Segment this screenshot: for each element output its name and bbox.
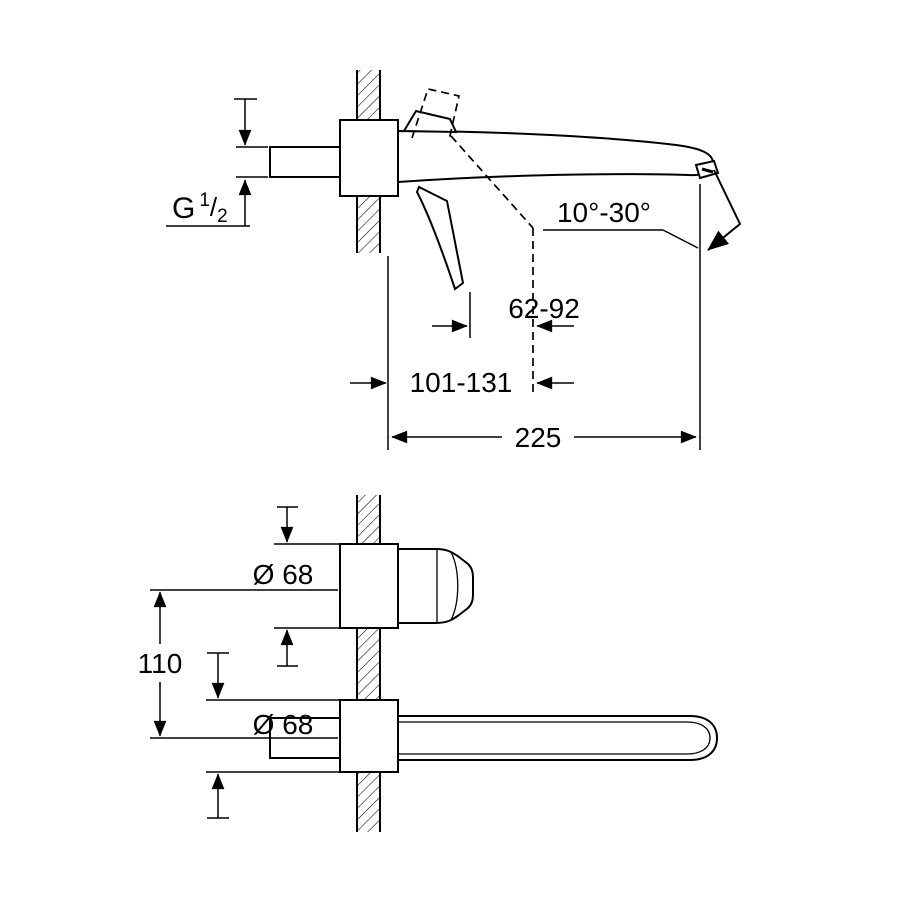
dia-68-top-label: Ø 68 — [253, 559, 314, 590]
thread-slash: / — [210, 192, 218, 222]
dim-101-131-label: 101-131 — [410, 367, 513, 398]
lever-handle — [415, 185, 465, 291]
dia-68-bottom-label: Ø 68 — [253, 709, 314, 740]
front-view: Ø 68 110 Ø 68 — [138, 495, 719, 832]
dim-225-label: 225 — [515, 422, 562, 453]
thread-g: G — [172, 192, 195, 225]
knob-curve-line — [450, 551, 459, 621]
handle-knob — [397, 548, 474, 624]
angle-range-label: 10°-30° — [557, 197, 651, 228]
spout-inner-line — [398, 721, 711, 755]
dim-110-label: 110 — [138, 648, 183, 679]
spout-body — [397, 715, 719, 761]
escutcheon-plate — [339, 119, 399, 197]
thread-numerator: 1 — [199, 190, 210, 211]
aerator-slot — [701, 167, 714, 174]
thread-denominator: 2 — [217, 206, 228, 227]
dim-62-92-label: 62-92 — [508, 293, 580, 324]
handle-escutcheon — [339, 543, 399, 629]
spout — [397, 129, 715, 184]
lever-raised-outline — [411, 88, 461, 141]
spout-escutcheon — [339, 699, 399, 773]
angle-arrow — [707, 169, 742, 251]
handle-mount — [402, 109, 458, 134]
lever-swing-line — [450, 135, 534, 229]
leader-line — [662, 229, 699, 249]
